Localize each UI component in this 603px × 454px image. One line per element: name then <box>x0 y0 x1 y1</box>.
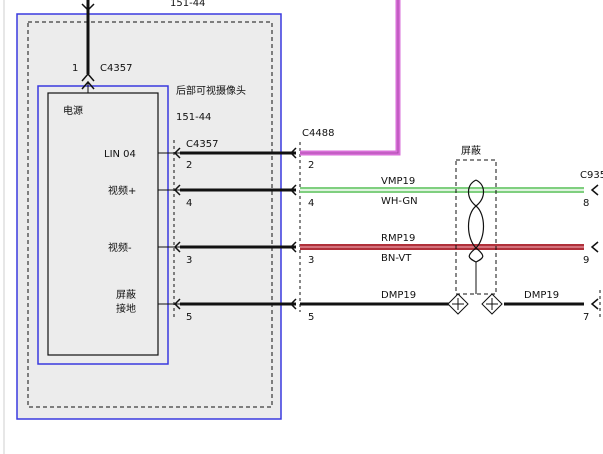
lin-terminal-icon <box>173 147 181 159</box>
power-terminal-upper-icon <box>81 72 95 82</box>
top-terminal-icon <box>81 3 95 12</box>
video-minus-color-code: BN-VT <box>381 253 412 264</box>
video-minus-inline-pin-number: 3 <box>308 255 314 266</box>
drain-circuit-right: DMP19 <box>524 290 559 301</box>
shield-splice-right-icon <box>481 293 503 315</box>
lin-wire-pink-outline <box>300 0 399 154</box>
module-connector-label: C4357 <box>186 139 218 150</box>
module-part-no: 151-44 <box>176 112 211 123</box>
drain-far-terminal-icon <box>590 298 599 310</box>
video-minus-inline-terminal-icon <box>289 241 297 253</box>
shield-label: 屏蔽 <box>461 145 481 157</box>
pin-label-shield: 屏蔽 接地 <box>116 289 139 315</box>
inline-connector-label: C4488 <box>302 128 334 139</box>
video-plus-inline-pin-number: 4 <box>308 198 314 209</box>
far-connector-label: C935 <box>580 170 603 181</box>
lin-inline-pin-number: 2 <box>308 160 314 171</box>
module-dashed-box <box>27 21 273 408</box>
video-minus-pin-number: 3 <box>186 255 192 266</box>
video-plus-far-pin: 8 <box>583 198 589 209</box>
video-minus-terminal-icon <box>173 241 181 253</box>
twisted-pair-icon <box>467 179 485 294</box>
video-plus-color-code: WH-GN <box>381 196 418 207</box>
lin-pin-number: 2 <box>186 160 192 171</box>
power-connector: C4357 <box>100 63 132 74</box>
camera-inner-box <box>47 92 159 356</box>
video-plus-pin-number: 4 <box>186 198 192 209</box>
video-minus-far-pin: 9 <box>583 255 589 266</box>
pin-label-lin: LIN 04 <box>104 149 136 160</box>
video-minus-circuit: RMP19 <box>381 233 415 244</box>
shield-inline-terminal-icon <box>289 298 297 310</box>
power-label: 电源 <box>63 104 83 117</box>
video-minus-far-terminal-icon <box>590 241 599 253</box>
shield-pin-number: 5 <box>186 312 192 323</box>
module-title: 后部可视摄像头 <box>176 84 246 97</box>
shield-terminal-icon <box>173 298 181 310</box>
pin-label-video-minus: 视频- <box>108 241 132 254</box>
lin-inline-terminal-icon <box>289 147 297 159</box>
power-pin: 1 <box>72 63 78 74</box>
drain-circuit: DMP19 <box>381 290 416 301</box>
video-plus-far-terminal-icon <box>590 184 599 196</box>
drain-far-pin: 7 <box>583 312 589 323</box>
shield-inline-pin-number: 5 <box>308 312 314 323</box>
video-plus-circuit: VMP19 <box>381 176 415 187</box>
shield-splice-left-icon <box>447 293 469 315</box>
pin-label-video-plus: 视频+ <box>108 184 136 197</box>
video-plus-inline-terminal-icon <box>289 184 297 196</box>
video-plus-terminal-icon <box>173 184 181 196</box>
shield-dashed-box <box>455 159 497 295</box>
top-part-label: 151-44 <box>170 0 205 9</box>
